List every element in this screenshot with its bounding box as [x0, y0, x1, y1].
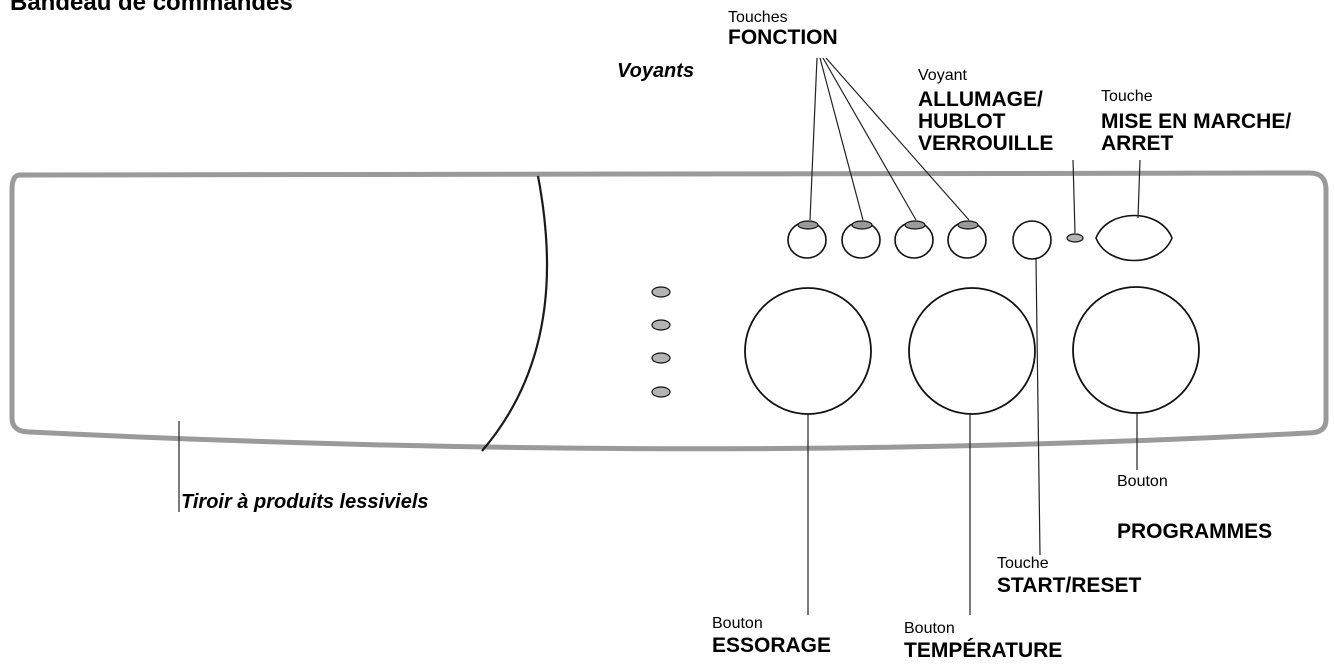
control-panel-outline	[9, 170, 1329, 452]
function-key[interactable]	[947, 220, 987, 259]
label-touches-fonction: Touches FONCTION	[728, 9, 838, 49]
svg-text:ESSORAGE: ESSORAGE	[712, 634, 831, 657]
svg-text:FONCTION: FONCTION	[728, 26, 838, 49]
label-tiroir: Tiroir à produits lessiviels	[181, 491, 429, 513]
svg-text:Bouton: Bouton	[1117, 473, 1168, 490]
indicator-light	[651, 386, 671, 398]
svg-text:START/RESET: START/RESET	[997, 574, 1141, 597]
svg-text:HUBLOT: HUBLOT	[918, 110, 1006, 133]
svg-text:Touche: Touche	[1101, 88, 1153, 105]
indicator-lights	[651, 286, 671, 398]
svg-text:Bouton: Bouton	[712, 615, 763, 632]
detergent-drawer-edge	[481, 175, 549, 452]
svg-text:Touche: Touche	[997, 555, 1049, 572]
leader-lines	[178, 57, 1141, 615]
svg-text:MISE EN MARCHE/: MISE EN MARCHE/	[1101, 110, 1291, 133]
svg-text:Bouton: Bouton	[904, 620, 955, 637]
svg-text:Voyant: Voyant	[918, 67, 967, 84]
spin-knob[interactable]	[744, 287, 872, 415]
label-voyant-allumage: Voyant ALLUMAGE/ HUBLOT VERROUILLE	[918, 67, 1053, 155]
function-key[interactable]	[894, 220, 934, 259]
label-touche-marche: Touche MISE EN MARCHE/ ARRET	[1101, 88, 1291, 155]
start-reset-key[interactable]	[1012, 220, 1052, 260]
function-key[interactable]	[841, 220, 881, 259]
function-key[interactable]	[787, 220, 827, 259]
label-bouton-programmes: Bouton PROGRAMMES	[1117, 473, 1272, 543]
indicator-light	[651, 319, 671, 331]
on-off-key[interactable]	[1095, 214, 1173, 262]
label-voyants: Voyants	[617, 60, 694, 82]
power-door-indicator	[1066, 233, 1084, 243]
label-bouton-essorage: Bouton ESSORAGE	[712, 615, 831, 657]
diagram-title: Bandeau de commandes	[10, 0, 293, 16]
svg-text:VERROUILLE: VERROUILLE	[918, 132, 1053, 155]
label-bouton-temperature: Bouton TEMPÉRATURE	[904, 620, 1062, 662]
label-touche-start: Touche START/RESET	[997, 555, 1141, 597]
programmes-knob[interactable]	[1072, 286, 1200, 414]
svg-text:ARRET: ARRET	[1101, 132, 1174, 155]
temperature-knob[interactable]	[908, 287, 1036, 415]
svg-text:PROGRAMMES: PROGRAMMES	[1117, 520, 1272, 543]
svg-text:Touches: Touches	[728, 9, 788, 26]
indicator-light	[651, 286, 671, 298]
svg-text:ALLUMAGE/: ALLUMAGE/	[918, 88, 1043, 111]
indicator-light	[651, 352, 671, 364]
svg-text:TEMPÉRATURE: TEMPÉRATURE	[904, 639, 1062, 662]
